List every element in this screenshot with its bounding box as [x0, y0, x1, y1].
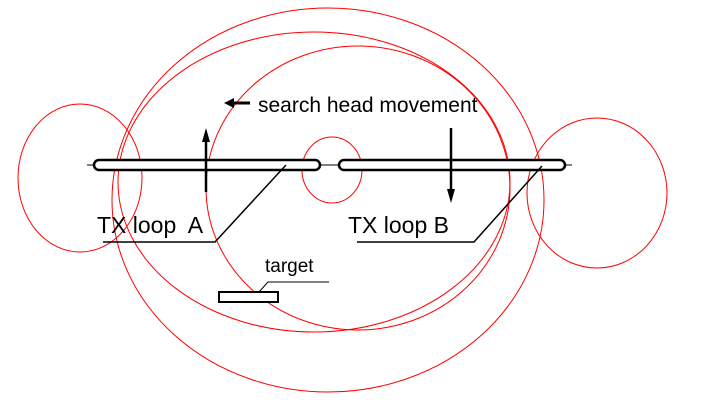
arrow-left-icon [224, 98, 250, 108]
arrow-down-icon [447, 128, 455, 203]
field-loop-right [526, 117, 668, 269]
field-loop-outer [111, 7, 545, 393]
loop-a-label: TX loop A [97, 212, 204, 238]
field-lines [17, 7, 668, 393]
loop-b-leader [357, 165, 543, 243]
movement-label: search head movement [258, 94, 478, 117]
target-shape [218, 291, 279, 303]
field-loop-left [17, 103, 143, 253]
loop-b-label: TX loop B [348, 212, 449, 238]
target-label: target [265, 256, 314, 277]
target-leader [258, 281, 329, 293]
loop-a-leader [103, 164, 287, 243]
arrow-up-icon [202, 128, 210, 192]
field-loop-inner [205, 45, 511, 331]
